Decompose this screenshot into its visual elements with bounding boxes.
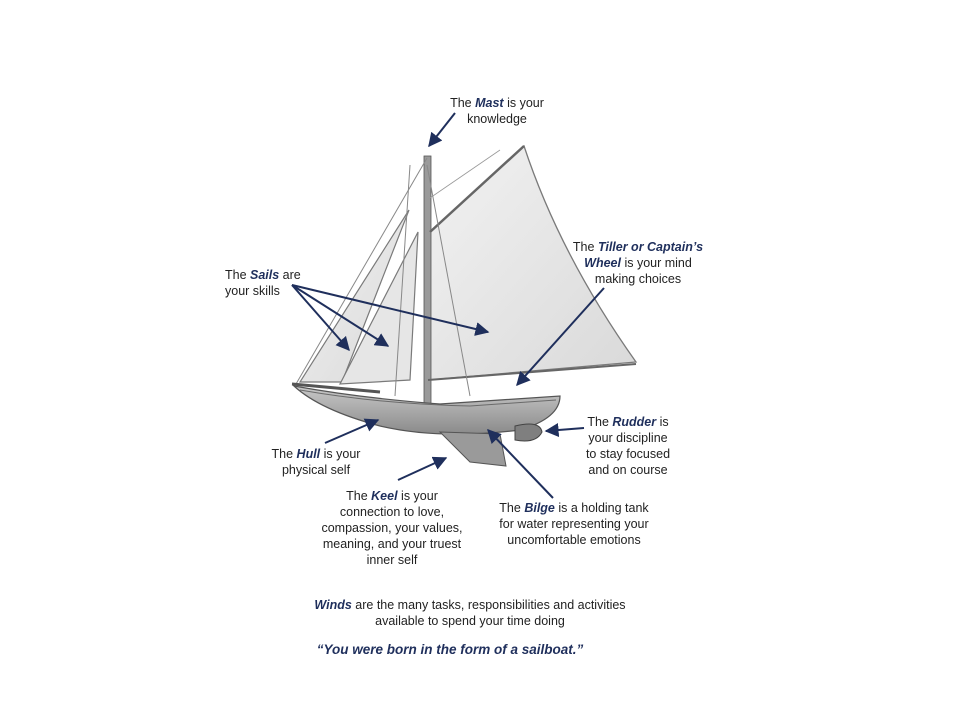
bilge-label: The Bilge is a holding tank for water re… xyxy=(499,501,649,547)
arrow-hull xyxy=(324,418,380,444)
keel-label: The Keel is your connection to love, com… xyxy=(321,489,463,567)
tiller-label: The Tiller or Captain’s Wheel is your mi… xyxy=(572,240,704,286)
mast-label: The Mast is your knowledge xyxy=(450,96,544,126)
hull-label: The Hull is your physical self xyxy=(271,447,361,477)
arrow-sails-1 xyxy=(291,284,350,352)
arrow-keel xyxy=(397,456,448,481)
sails-label: The Sails are your skills xyxy=(225,268,301,298)
rudder-label: The Rudder is your discipline to stay fo… xyxy=(585,415,671,477)
mast xyxy=(423,155,432,407)
arrow-bilge xyxy=(487,428,554,499)
arrow-sails-2 xyxy=(291,284,390,347)
quote: “You were born in the form of a sailboat… xyxy=(316,642,584,657)
arrow-mast xyxy=(428,112,456,148)
arrow-rudder xyxy=(544,423,585,437)
jib-sail-outer xyxy=(298,209,410,383)
winds-label: Winds are the many tasks, responsibiliti… xyxy=(314,598,626,628)
main-sail xyxy=(427,144,638,381)
rudder xyxy=(514,423,543,442)
arrow-sails-3 xyxy=(291,284,490,336)
arrow-tiller xyxy=(516,287,605,387)
